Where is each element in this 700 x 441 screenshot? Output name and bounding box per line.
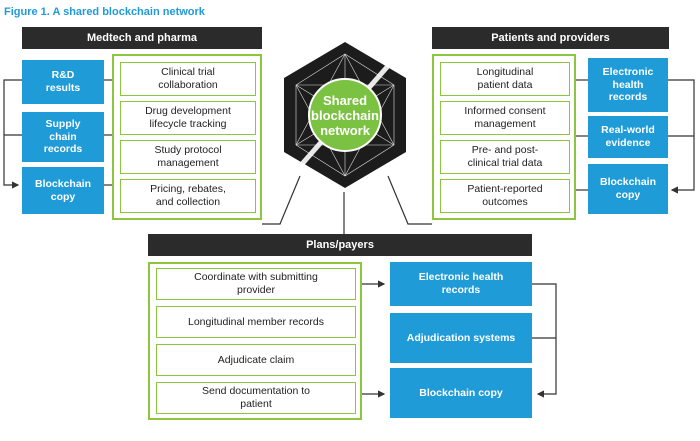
patients-item: Informed consent management xyxy=(440,101,570,135)
blockchain-hexagon xyxy=(284,42,406,188)
shared-blockchain-label: Shared blockchain network xyxy=(311,93,379,138)
payers-ehr-box: Electronic health records xyxy=(390,262,532,306)
medtech-item: Clinical trial collaboration xyxy=(120,62,256,96)
medtech-item: Pricing, rebates, and collection xyxy=(120,179,256,213)
rd-results-box: R&D results xyxy=(22,60,104,104)
right-blockchain-copy-box: Blockchain copy xyxy=(588,164,668,214)
medtech-item: Drug development lifecycle tracking xyxy=(120,101,256,135)
payers-item: Coordinate with submitting provider xyxy=(156,268,356,300)
figure-title: Figure 1. A shared blockchain network xyxy=(4,6,205,18)
adjudication-systems-box: Adjudication systems xyxy=(390,313,532,363)
medtech-header: Medtech and pharma xyxy=(22,27,262,49)
ehr-box: Electronic health records xyxy=(588,58,668,112)
patients-item: Patient-reported outcomes xyxy=(440,179,570,213)
payers-blockchain-copy-box: Blockchain copy xyxy=(390,368,532,418)
payers-item: Longitudinal member records xyxy=(156,306,356,338)
real-world-evidence-box: Real-world evidence xyxy=(588,116,668,158)
left-blockchain-copy-box: Blockchain copy xyxy=(22,167,104,214)
patients-header: Patients and providers xyxy=(432,27,669,49)
supply-chain-box: Supply chain records xyxy=(22,112,104,162)
plans-payers-header: Plans/payers xyxy=(148,234,532,256)
patients-item: Pre- and post- clinical trial data xyxy=(440,140,570,174)
payers-item: Adjudicate claim xyxy=(156,344,356,376)
medtech-item: Study protocol management xyxy=(120,140,256,174)
patients-item: Longitudinal patient data xyxy=(440,62,570,96)
payers-item: Send documentation to patient xyxy=(156,382,356,414)
